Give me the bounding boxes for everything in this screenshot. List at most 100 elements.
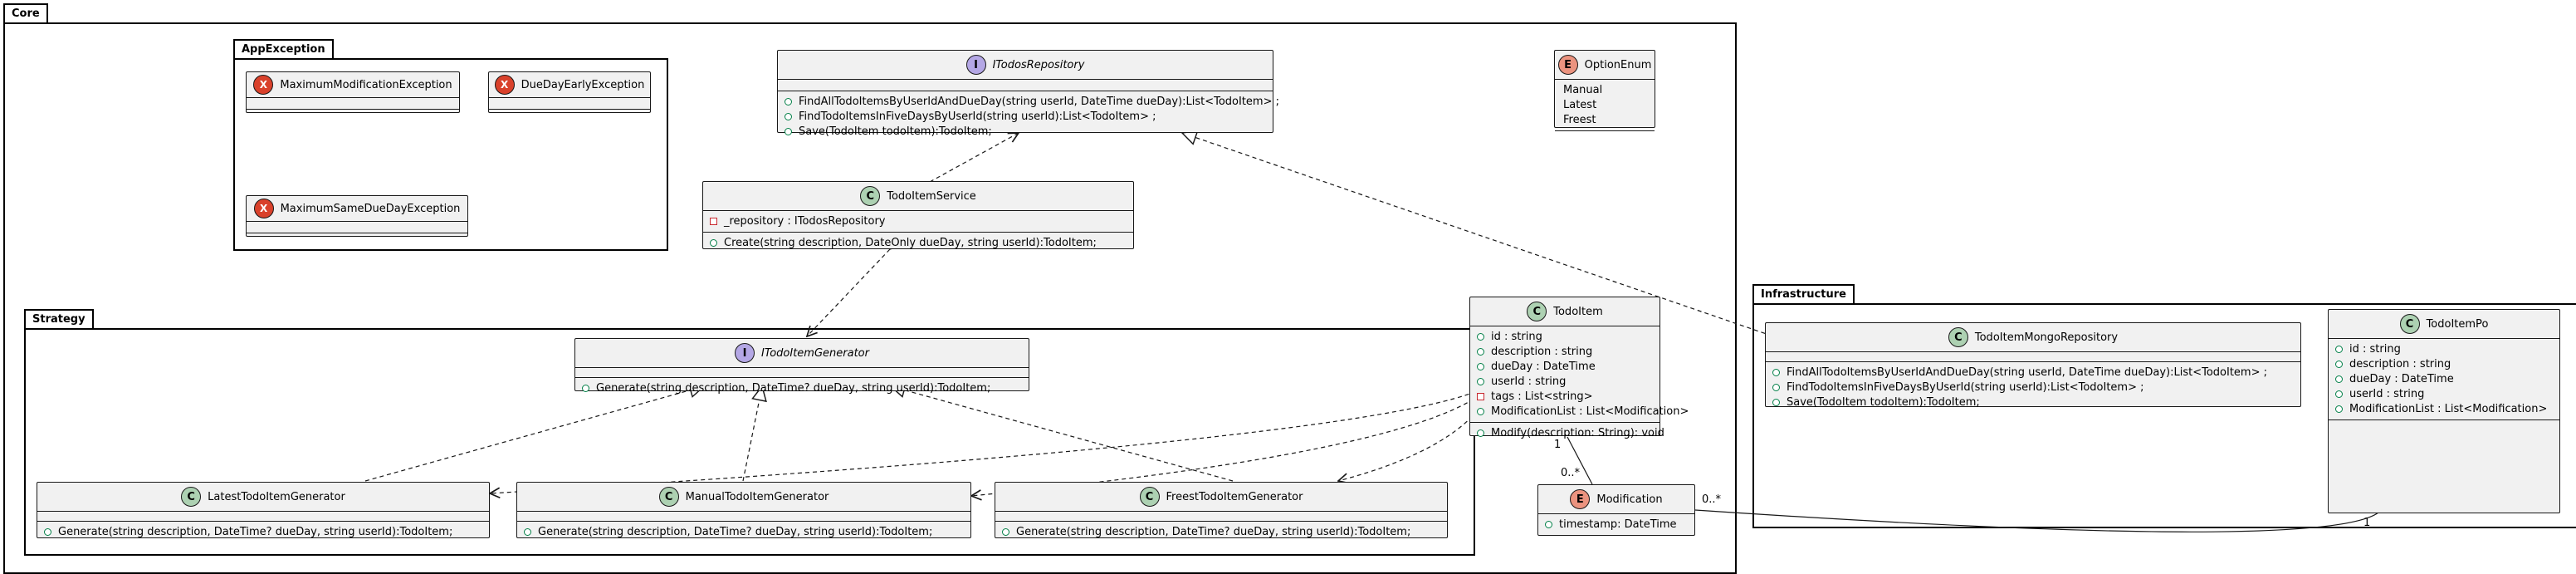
enum-icon: E bbox=[1557, 55, 1578, 75]
interface-name: ITodosRepository bbox=[992, 58, 1085, 71]
public-marker-icon bbox=[785, 127, 792, 135]
class-manual-todo-item-generator: C ManualTodoItemGenerator Generate(string… bbox=[516, 482, 971, 538]
edge-po-modification bbox=[1694, 509, 2379, 532]
edge-service-uses-repository bbox=[929, 133, 1019, 183]
class-todo-item-po: C TodoItemPo id : string description : st… bbox=[2328, 309, 2560, 513]
method: Generate(string description, DateTime? d… bbox=[1016, 525, 1411, 538]
enum-literal: Latest bbox=[1563, 98, 1597, 111]
exception-due-day-early: X DueDayEarlyException bbox=[488, 71, 651, 113]
enum-literal: Manual bbox=[1563, 83, 1603, 96]
public-marker-icon bbox=[2335, 390, 2343, 398]
interface-name: ITodoItemGenerator bbox=[761, 346, 869, 360]
public-marker-icon bbox=[1002, 527, 1009, 536]
field: _repository : ITodosRepository bbox=[724, 214, 886, 228]
class-todo-item: C TodoItem id : string description : stri… bbox=[1469, 297, 1689, 439]
class-name: LatestTodoItemGenerator bbox=[208, 490, 345, 503]
public-marker-icon bbox=[1772, 383, 1780, 391]
edge-todoitem-to-freest bbox=[1338, 391, 1491, 481]
public-marker-icon bbox=[1772, 398, 1780, 406]
public-marker-icon bbox=[1477, 347, 1484, 356]
class-latest-todo-item-generator: C LatestTodoItemGenerator Generate(string… bbox=[37, 482, 490, 538]
method: FindAllTodoItemsByUserIdAndDueDay(string… bbox=[799, 95, 1280, 108]
field: tags : List<string> bbox=[1491, 390, 1593, 403]
exception-icon: X bbox=[494, 75, 515, 95]
class-icon: C bbox=[181, 487, 202, 507]
exception-icon: X bbox=[253, 75, 274, 95]
public-marker-icon bbox=[1477, 332, 1484, 341]
field: description : string bbox=[1491, 345, 1593, 358]
interface-itodos-repository: I ITodosRepository FindAllTodoItemsByUser… bbox=[777, 50, 1279, 138]
exception-name: MaximumSameDueDayException bbox=[280, 202, 461, 215]
public-marker-icon bbox=[710, 238, 717, 247]
edge-service-aggregates-generator bbox=[807, 249, 890, 336]
public-marker-icon bbox=[2335, 375, 2343, 383]
enum-literal: Freest bbox=[1563, 113, 1596, 126]
method: FindTodoItemsInFiveDaysByUserId(string u… bbox=[799, 110, 1156, 123]
field: dueDay : DateTime bbox=[2349, 372, 2454, 385]
field: id : string bbox=[1491, 330, 1542, 343]
entity-icon: E bbox=[1570, 489, 1591, 509]
exception-maximum-same-due-day: X MaximumSameDueDayException bbox=[246, 195, 468, 237]
field: dueDay : DateTime bbox=[1491, 360, 1596, 373]
method: Generate(string description, DateTime? d… bbox=[538, 525, 933, 538]
exception-maximum-modification: X MaximumModificationException bbox=[246, 71, 460, 113]
private-marker-icon bbox=[1477, 392, 1484, 400]
public-marker-icon bbox=[1477, 377, 1484, 385]
package-tab-core: Core bbox=[3, 3, 48, 24]
public-marker-icon bbox=[2335, 345, 2343, 353]
class-icon: C bbox=[658, 487, 679, 507]
edge-todoitem-to-latest bbox=[490, 388, 1484, 493]
public-marker-icon bbox=[785, 97, 792, 105]
public-marker-icon bbox=[1545, 520, 1552, 528]
enum-name: OptionEnum bbox=[1584, 58, 1652, 71]
class-todo-item-mongo-repository: C TodoItemMongoRepository FindAllTodoItem… bbox=[1765, 322, 2301, 409]
field: description : string bbox=[2349, 357, 2451, 370]
edge-todoitem-to-manual bbox=[971, 390, 1487, 496]
edge-latest-implements-generator bbox=[364, 386, 704, 482]
public-marker-icon bbox=[2335, 360, 2343, 368]
public-marker-icon bbox=[1477, 362, 1484, 370]
multiplicity-modification-many-from-po: 0..* bbox=[1702, 493, 1722, 506]
exception-icon: X bbox=[253, 199, 274, 218]
edge-todoitem-modification bbox=[1567, 436, 1593, 485]
field: ModificationList : List<Modification> bbox=[2349, 402, 2548, 415]
exception-name: MaximumModificationException bbox=[280, 78, 452, 91]
class-name: ManualTodoItemGenerator bbox=[685, 490, 829, 503]
class-name: TodoItemPo bbox=[2426, 317, 2489, 331]
enum-option-enum: E OptionEnum Manual Latest Freest bbox=[1554, 50, 1655, 131]
method: Create(string description, DateOnly dueD… bbox=[724, 236, 1097, 249]
class-icon: C bbox=[1948, 327, 1968, 347]
method: FindAllTodoItemsByUserIdAndDueDay(string… bbox=[1787, 365, 2268, 379]
class-icon: C bbox=[2399, 314, 2420, 334]
method: Generate(string description, DateTime? d… bbox=[58, 525, 453, 538]
method: Save(TodoItem todoItem):TodoItem; bbox=[799, 125, 992, 138]
edge-manual-implements-generator bbox=[742, 386, 762, 482]
class-name: TodoItemService bbox=[887, 189, 976, 203]
class-icon: C bbox=[860, 186, 881, 206]
class-name: TodoItem bbox=[1553, 305, 1603, 318]
class-name: FreestTodoItemGenerator bbox=[1166, 490, 1303, 503]
field: userId : string bbox=[1491, 375, 1567, 388]
field: id : string bbox=[2349, 342, 2401, 356]
public-marker-icon bbox=[2335, 405, 2343, 413]
public-marker-icon bbox=[785, 112, 792, 120]
multiplicity-todoitem-one: 1 bbox=[1554, 439, 1562, 451]
field: ModificationList : List<Modification> bbox=[1491, 405, 1689, 418]
class-icon: C bbox=[1527, 302, 1547, 321]
edge-freest-implements-generator bbox=[891, 386, 1234, 482]
field: timestamp: DateTime bbox=[1559, 518, 1677, 531]
entity-modification: E Modification timestamp: DateTime bbox=[1537, 484, 1695, 536]
class-name: TodoItemMongoRepository bbox=[1974, 331, 2119, 344]
public-marker-icon bbox=[1477, 407, 1484, 415]
interface-icon: I bbox=[965, 55, 986, 75]
method: Modify(description: String): void bbox=[1491, 426, 1664, 439]
method: Generate(string description, DateTime? d… bbox=[596, 381, 991, 395]
class-todo-item-service: C TodoItemService _repository : ITodosRep… bbox=[702, 181, 1134, 249]
exception-name: DueDayEarlyException bbox=[521, 78, 645, 91]
class-icon: C bbox=[1139, 487, 1160, 507]
public-marker-icon bbox=[1772, 368, 1780, 376]
private-marker-icon bbox=[710, 217, 717, 225]
method: FindTodoItemsInFiveDaysByUserId(string u… bbox=[1787, 380, 2144, 394]
entity-name: Modification bbox=[1596, 493, 1663, 506]
